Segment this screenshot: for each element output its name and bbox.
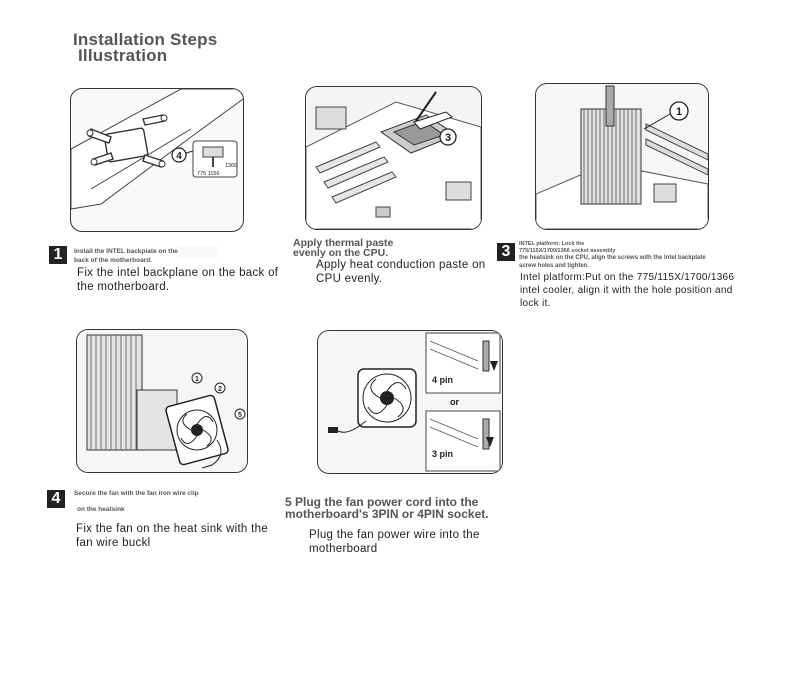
step3-small-caption-2: the heatsink on the CPU, align the screw… — [519, 255, 706, 269]
step3-small-caption-1: INTEL platform: Lock the 775/115X/1700/1… — [519, 241, 616, 254]
callout-3: 3 — [445, 132, 451, 144]
callout-1: 1 — [676, 106, 682, 118]
step1-small-caption: Install the INTEL backplate on the back … — [74, 248, 178, 264]
step2-bold-caption: Apply thermal paste evenly on the CPU. — [293, 237, 394, 259]
step2-illustration: 3 — [305, 86, 482, 230]
socket-label-775-1156: 775 1156 — [197, 171, 220, 177]
step2-instruction: Apply heat conduction paste on CPU evenl… — [316, 259, 486, 285]
title-line-1: Installation Steps — [73, 30, 218, 49]
step4-small-caption-1: Secure the fan with the fan iron wire cl… — [74, 490, 199, 497]
page-title: Installation Steps Illustration — [73, 30, 218, 65]
step5-bold-caption: 5 Plug the fan power cord into the mothe… — [285, 495, 489, 521]
step1-number-badge: 1 — [49, 246, 67, 264]
callout-2: 2 — [218, 386, 222, 393]
step4-number-badge: 4 — [47, 490, 65, 508]
callout-4: 4 — [176, 151, 182, 162]
step3-illustration: 1 — [535, 83, 709, 230]
pin4-label: 4 pin — [432, 375, 453, 385]
callout-5: 5 — [238, 412, 242, 419]
step3-number-badge: 3 — [497, 243, 515, 261]
step5-illustration: 4 pin or 3 pin — [317, 330, 503, 474]
step4-small-caption-2: on the heatsink — [77, 506, 125, 513]
heatsink-mount-diagram: 1 — [536, 84, 708, 229]
step1-illustration: 4 775 1156 1366 — [70, 88, 244, 232]
step4-instruction: Fix the fan on the heat sink with the fa… — [76, 523, 269, 549]
pin3-label: 3 pin — [432, 449, 453, 459]
step4-illustration: 1 2 5 — [76, 329, 248, 473]
step5-instruction: Plug the fan power wire into the motherb… — [309, 529, 480, 555]
or-label: or — [450, 397, 459, 407]
fan-clip-diagram: 1 2 5 — [77, 330, 247, 472]
thermal-paste-diagram: 3 — [306, 87, 481, 229]
step3-instruction: Intel platform:Put on the 775/115X/1700/… — [520, 272, 735, 309]
socket-label-1366: 1366 — [225, 163, 237, 169]
title-line-2: Illustration — [78, 46, 168, 65]
backplate-diagram: 4 775 1156 1366 — [71, 89, 243, 210]
callout-1b: 1 — [195, 376, 199, 383]
step1-instruction: Fix the intel backplane on the back of t… — [77, 267, 279, 293]
step1-blurred-text — [178, 246, 218, 258]
fan-power-diagram: 4 pin or 3 pin — [318, 331, 502, 473]
